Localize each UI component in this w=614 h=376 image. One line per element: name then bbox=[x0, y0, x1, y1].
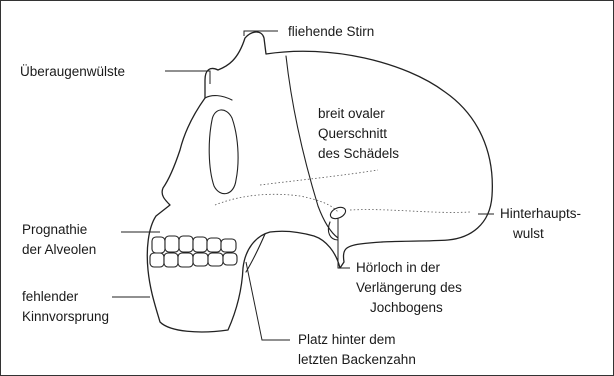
label-brow-ridges: Überaugenwülste bbox=[20, 64, 125, 79]
svg-text:Hinterhaupts-: Hinterhaupts- bbox=[500, 206, 581, 221]
svg-text:wulst: wulst bbox=[512, 226, 544, 241]
leader-brow bbox=[165, 71, 210, 84]
svg-text:breit ovaler: breit ovaler bbox=[318, 106, 385, 121]
svg-text:Jochbogens: Jochbogens bbox=[370, 300, 443, 315]
leader-molar bbox=[246, 262, 290, 340]
svg-text:Verlängerung des: Verlängerung des bbox=[356, 280, 462, 295]
svg-text:des Schädels: des Schädels bbox=[318, 146, 399, 161]
svg-text:Prognathie: Prognathie bbox=[22, 222, 87, 237]
svg-text:letzten Backenzahn: letzten Backenzahn bbox=[298, 352, 416, 367]
label-chin: fehlender Kinnvorsprung bbox=[22, 289, 109, 324]
svg-text:fehlender: fehlender bbox=[22, 289, 79, 304]
label-occipital: Hinterhaupts- wulst bbox=[500, 206, 581, 241]
label-forehead: fliehende Stirn bbox=[288, 24, 374, 39]
svg-text:der Alveolen: der Alveolen bbox=[22, 242, 96, 257]
svg-text:Platz hinter dem: Platz hinter dem bbox=[298, 332, 396, 347]
label-molar-space: Platz hinter dem letzten Backenzahn bbox=[298, 332, 416, 367]
svg-text:Hörloch in der: Hörloch in der bbox=[356, 260, 441, 275]
label-ear-hole: Hörloch in der Verlängerung des Jochboge… bbox=[356, 260, 462, 315]
label-prognathism: Prognathie der Alveolen bbox=[22, 222, 96, 257]
svg-text:Kinnvorsprung: Kinnvorsprung bbox=[22, 309, 109, 324]
svg-text:Querschnitt: Querschnitt bbox=[318, 126, 387, 141]
